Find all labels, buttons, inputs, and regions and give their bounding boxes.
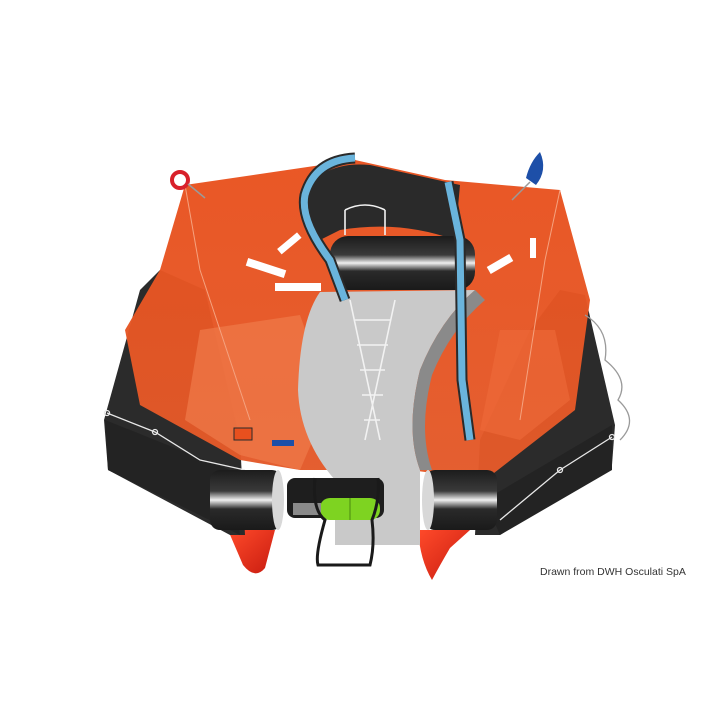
painter-line <box>584 314 631 441</box>
light-beacon-icon <box>511 152 544 201</box>
reflective-stripe-left <box>298 152 356 302</box>
boarding-handle <box>313 477 380 567</box>
ballast-pocket-left <box>228 530 275 574</box>
image-credit-caption: Drawn from DWH Osculati SpA <box>540 566 686 578</box>
blue-tag <box>272 440 294 446</box>
front-tube-left <box>210 470 284 530</box>
arch-tube <box>300 164 460 240</box>
boarding-ladder <box>344 204 396 441</box>
lifeline <box>103 409 616 521</box>
reflective-stripe-right <box>442 180 476 441</box>
inner-tube-back <box>330 236 475 290</box>
front-tube-right <box>422 470 497 530</box>
co2-gas-cylinder <box>287 478 384 520</box>
ballast-pocket-right <box>418 530 470 580</box>
reflective-patches <box>245 232 536 291</box>
locator-box <box>233 427 253 441</box>
rescue-ring-icon <box>170 170 206 199</box>
